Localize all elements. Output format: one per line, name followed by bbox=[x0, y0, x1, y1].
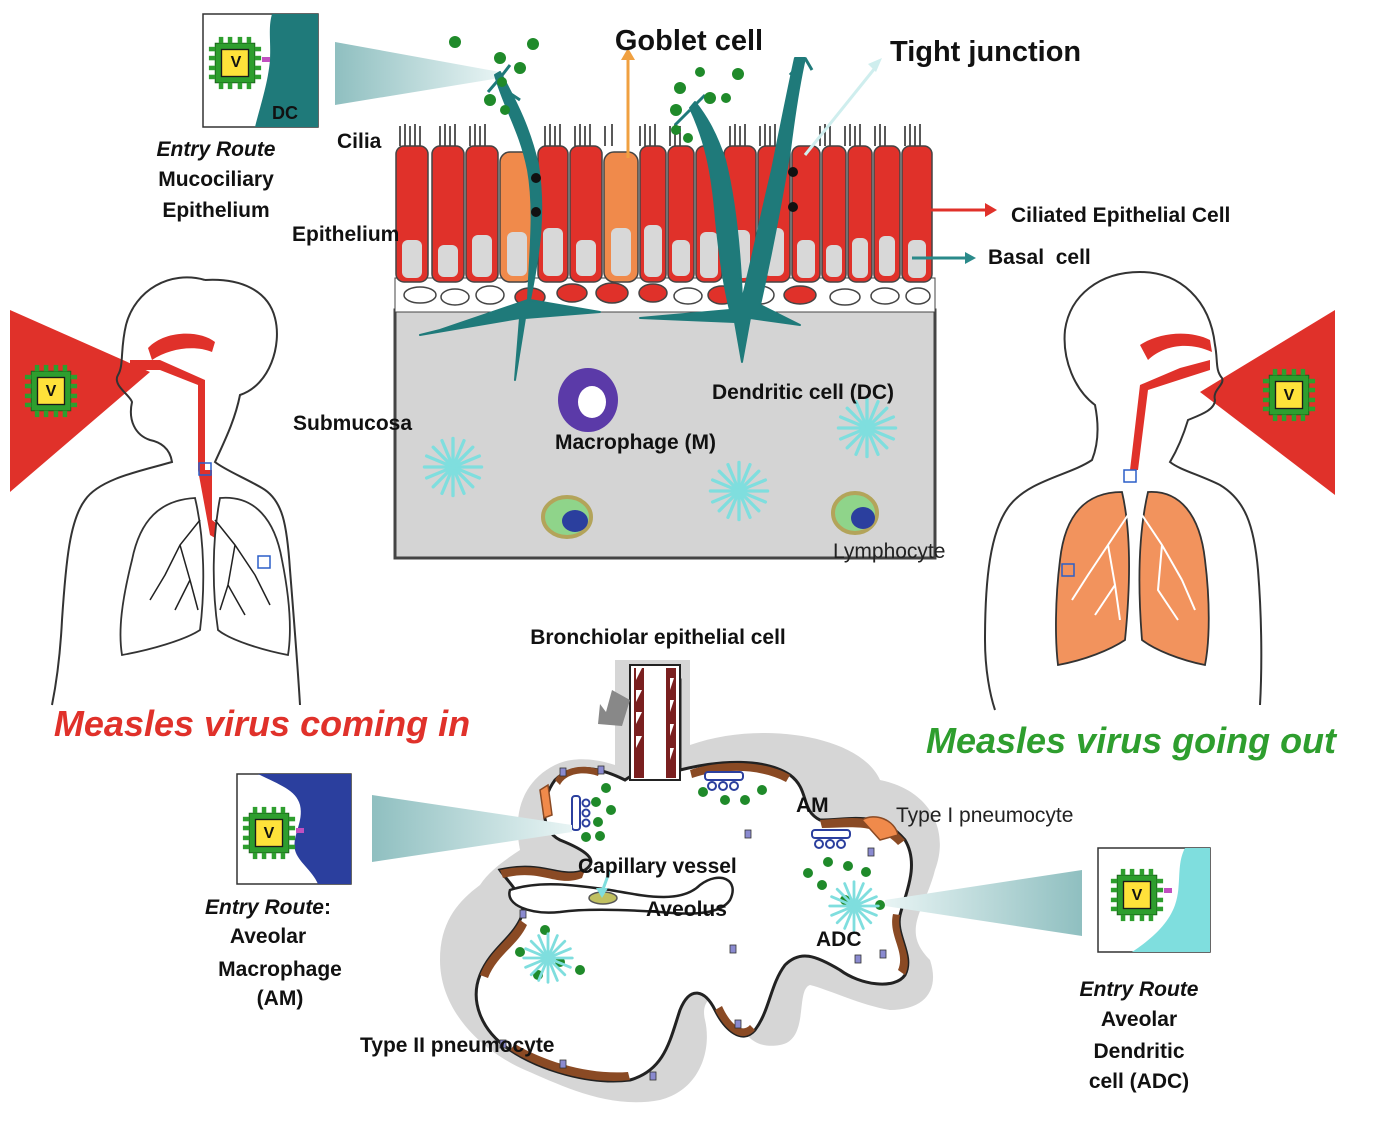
alveolus-lumen bbox=[474, 678, 913, 1083]
lymphocyte-icon bbox=[541, 491, 879, 539]
basal-cells bbox=[403, 282, 931, 307]
virus-cone-left bbox=[10, 310, 150, 492]
virus-cone-right bbox=[1200, 310, 1335, 495]
tight-junction-dots bbox=[531, 167, 798, 217]
entry-route-left-line1: Aveolar bbox=[230, 925, 306, 948]
lung-icon-right-r bbox=[1138, 491, 1210, 667]
label-ciliated-epithelial-cell: Ciliated Epithelial Cell bbox=[1011, 204, 1230, 227]
cilia bbox=[399, 124, 921, 146]
entry-route-right-line1: Aveolar bbox=[1101, 1008, 1177, 1031]
label-capillary-vessel: Capillary vessel bbox=[578, 855, 737, 878]
entry-route-right-line2: Dendritic bbox=[1093, 1040, 1184, 1063]
entry-route-left-line3: (AM) bbox=[257, 987, 304, 1010]
beam-right bbox=[885, 870, 1082, 936]
beam-top-left bbox=[335, 42, 500, 105]
dendritic-cell-icon bbox=[255, 14, 318, 127]
label-cilia: Cilia bbox=[337, 130, 382, 153]
entry-route-left-italic: Entry Route: bbox=[205, 896, 331, 919]
lung-icon-left-l bbox=[119, 497, 205, 657]
adc-star-2 bbox=[708, 460, 770, 522]
cell-nuclei bbox=[402, 225, 926, 278]
adc-star-3 bbox=[836, 397, 898, 459]
label-am: AM bbox=[796, 794, 829, 817]
virus-letter-adc: V bbox=[1132, 887, 1143, 904]
entry-route-top-italic: Entry Route bbox=[156, 138, 275, 161]
human-torso-icon bbox=[51, 276, 301, 706]
lung-icon-left-r bbox=[212, 496, 291, 657]
title-going-out: Measles virus going out bbox=[926, 720, 1338, 761]
entry-route-right-line3: cell (ADC) bbox=[1089, 1070, 1189, 1093]
adc-star-alveolus-2 bbox=[522, 932, 574, 984]
lung-icon-right-l bbox=[1055, 491, 1131, 667]
label-dendritic-cell: Dendritic cell (DC) bbox=[712, 381, 894, 404]
entry-route-left-line2: Macrophage bbox=[218, 958, 342, 981]
virus-letter-left: V bbox=[46, 383, 57, 400]
macrophage-inset-icon bbox=[258, 774, 351, 884]
bronchiole bbox=[598, 664, 681, 781]
dendritic-cell-epithelial bbox=[419, 57, 814, 381]
virus-letter-am: V bbox=[264, 825, 275, 842]
label-submucosa: Submucosa bbox=[293, 412, 412, 435]
title-coming-in: Measles virus coming in bbox=[54, 703, 470, 744]
adc-star-1 bbox=[422, 436, 484, 498]
human-torso-icon-right bbox=[983, 271, 1263, 711]
label-adc: ADC bbox=[816, 928, 862, 951]
label-goblet-cell: Goblet cell bbox=[615, 25, 763, 57]
human-torso-left: V bbox=[10, 276, 301, 706]
virus-letter: V bbox=[231, 54, 242, 71]
adc-star-alveolus-1 bbox=[828, 880, 880, 932]
entry-route-right-italic: Entry Route bbox=[1079, 978, 1198, 1001]
label-type1-pneumocyte: Type I pneumocyte bbox=[896, 804, 1073, 827]
inset-dc-label: DC bbox=[272, 103, 298, 123]
virus-particles-top bbox=[449, 36, 744, 143]
inset-am-entry: V bbox=[236, 773, 352, 885]
adc-inset-icon bbox=[1132, 848, 1210, 952]
virus-letter-right: V bbox=[1284, 387, 1295, 404]
label-bronchiolar-epithelial-cell: Bronchiolar epithelial cell bbox=[530, 626, 786, 649]
alveolus-diagram bbox=[440, 660, 940, 1103]
label-lymphocyte: Lymphocyte bbox=[833, 540, 945, 563]
capillary-vessel bbox=[508, 876, 734, 915]
beam-left bbox=[372, 795, 572, 862]
virus-particles-alveolus bbox=[515, 783, 885, 980]
label-type2-pneumocyte: Type II pneumocyte bbox=[360, 1034, 555, 1057]
alveolar-macrophage-cells bbox=[571, 771, 851, 849]
entry-route-top-line1: Mucociliary bbox=[158, 168, 274, 191]
inset-adc-entry: V bbox=[1097, 847, 1211, 953]
label-basal-cell: Basal cell bbox=[988, 246, 1091, 269]
human-torso-right: V bbox=[983, 271, 1335, 711]
label-macrophage: Macrophage (M) bbox=[555, 431, 716, 454]
entry-route-top-line2: Epithelium bbox=[162, 199, 269, 222]
label-tight-junction: Tight junction bbox=[890, 36, 1081, 68]
inset-dc-entry: V DC bbox=[202, 13, 319, 128]
epithelium-panel bbox=[393, 36, 997, 560]
label-aveolus: Aveolus bbox=[646, 898, 727, 921]
label-epithelium: Epithelium bbox=[292, 223, 399, 246]
